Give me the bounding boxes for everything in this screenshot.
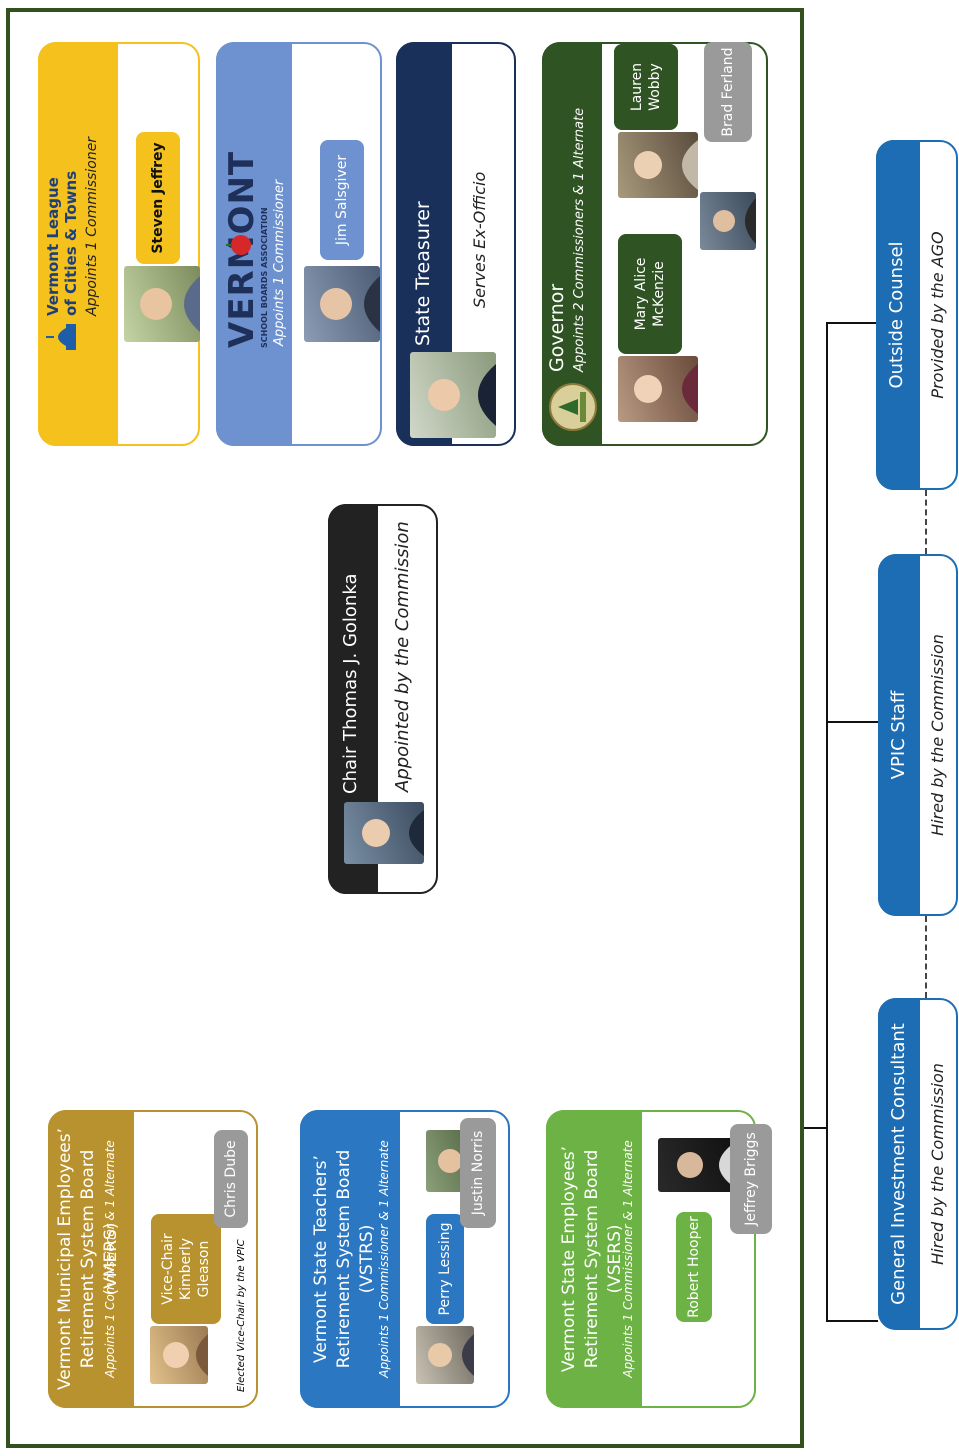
vsba-card: VERMONT SCHOOL BOARDS ASSOCIATION Appoin… <box>216 42 382 446</box>
chair-name: Chair Thomas J. Golonka <box>340 573 361 794</box>
vsers-card: Vermont State Employees’ Retirement Syst… <box>546 1110 772 1408</box>
support-box-counsel: Outside Counsel Provided by the AGO <box>876 140 958 490</box>
capitol-icon <box>46 320 80 354</box>
governor-subtitle: Appoints 2 Commissioners & 1 Alternate <box>572 107 587 372</box>
support-title-counsel: Outside Counsel <box>886 241 907 389</box>
member-robert-hooper: Robert Hooper <box>676 1212 712 1322</box>
support-header-staff: VPIC Staff <box>878 554 920 916</box>
chair-card: Chair Thomas J. Golonka Appointed by the… <box>328 504 438 894</box>
jim-salsgiver-photo <box>304 266 380 342</box>
vlct-header: Vermont League of Cities & Towns Appoint… <box>38 42 118 446</box>
treasurer-subtitle: Serves Ex-Officio <box>470 171 489 308</box>
member-brad-ferland: Brad Ferland <box>704 42 752 142</box>
support-box-staff: VPIC Staff Hired by the Commission <box>878 554 958 916</box>
vsers-title: Vermont State Employees’ Retirement Syst… <box>559 1145 625 1373</box>
vsers-header: Vermont State Employees’ Retirement Syst… <box>546 1110 642 1408</box>
state-seal-icon <box>548 382 598 432</box>
member-mary-alice-mckenzie: Mary Alice McKenzie <box>618 234 682 354</box>
apple-icon <box>226 232 252 258</box>
connector-left-drop <box>826 1320 878 1322</box>
vsba-subtitle: Appoints 1 Commissioner <box>272 179 287 346</box>
governor-card: Governor Appoints 2 Commissioners & 1 Al… <box>542 42 768 446</box>
connector-center-drop <box>826 721 878 723</box>
support-header-consultant: General Investment Consultant <box>878 998 920 1330</box>
vstrs-title: Vermont State Teachers’ Retirement Syste… <box>311 1149 377 1369</box>
vsba-logo-sub: SCHOOL BOARDS ASSOCIATION <box>260 207 269 348</box>
member-perry-lessing: Perry Lessing <box>426 1214 464 1324</box>
vmers-note: Elected Vice-Chair by the VPIC <box>236 1239 247 1392</box>
connector-horizontal <box>826 324 828 1322</box>
member-jim-salsgiver: Jim Salsgiver <box>320 140 364 260</box>
member-lauren-wobby: Lauren Wobby <box>614 44 678 130</box>
vlct-card: Vermont League of Cities & Towns Appoint… <box>38 42 200 446</box>
treasurer-card: State Treasurer Serves Ex-Officio <box>396 42 516 446</box>
vlct-subtitle: Appoints 1 Commissioner <box>84 136 100 316</box>
brad-ferland-photo <box>700 192 756 250</box>
member-justin-norris: Justin Norris <box>460 1118 496 1228</box>
member-jeffrey-briggs: Jeffrey Briggs <box>730 1124 772 1234</box>
connector-right-drop <box>826 322 878 324</box>
connector-vertical <box>804 1127 826 1129</box>
support-header-counsel: Outside Counsel <box>876 140 920 490</box>
support-subtitle-staff: Hired by the Commission <box>928 634 947 836</box>
vmers-subtitle: Appoints 1 Commissioner & 1 Alternate <box>103 1140 117 1378</box>
support-box-consultant: General Investment Consultant Hired by t… <box>878 998 958 1330</box>
steven-jeffrey-photo <box>124 266 200 342</box>
support-title-consultant: General Investment Consultant <box>888 1023 909 1305</box>
vsba-header: VERMONT SCHOOL BOARDS ASSOCIATION Appoin… <box>216 42 292 446</box>
dashed-link-right <box>925 490 927 554</box>
support-subtitle-consultant: Hired by the Commission <box>928 1063 947 1265</box>
governor-header: Governor Appoints 2 Commissioners & 1 Al… <box>542 42 602 446</box>
state-treasurer-photo <box>410 352 496 438</box>
kimberly-gleason-photo <box>150 1326 208 1384</box>
governor-title: Governor <box>546 283 568 372</box>
jeffrey-briggs-photo <box>658 1138 734 1192</box>
vsers-subtitle: Appoints 1 Commissioner & 1 Alternate <box>621 1140 635 1378</box>
vstrs-card: Vermont State Teachers’ Retirement Syste… <box>300 1110 510 1408</box>
lauren-wobby-photo <box>618 132 698 198</box>
dashed-link-left <box>925 916 927 998</box>
support-subtitle-counsel: Provided by the AGO <box>928 231 947 399</box>
chair-header: Chair Thomas J. Golonka <box>328 504 424 894</box>
vmers-header: Vermont Municipal Employees’ Retirement … <box>48 1110 134 1408</box>
member-steven-jeffrey: Steven Jeffrey <box>136 132 180 264</box>
member-chris-dube: Chris Dube <box>214 1130 248 1228</box>
thomas-golonka-photo <box>344 802 424 864</box>
vlct-logo-line1: Vermont League <box>44 177 62 316</box>
support-title-staff: VPIC Staff <box>888 690 909 780</box>
treasurer-title: State Treasurer <box>412 201 434 346</box>
mary-alice-mckenzie-photo <box>618 356 698 422</box>
vmers-card: Vermont Municipal Employees’ Retirement … <box>48 1110 258 1408</box>
chair-subtitle: Appointed by the Commission <box>392 521 413 792</box>
member-kimberly-gleason: Vice-Chair Kimberly Gleason <box>151 1214 221 1324</box>
vstrs-subtitle: Appoints 1 Commissioner & 1 Alternate <box>377 1140 391 1378</box>
perry-lessing-photo <box>416 1326 474 1384</box>
vlct-logo-line2: of Cities & Towns <box>62 170 80 316</box>
vstrs-header: Vermont State Teachers’ Retirement Syste… <box>300 1110 400 1408</box>
